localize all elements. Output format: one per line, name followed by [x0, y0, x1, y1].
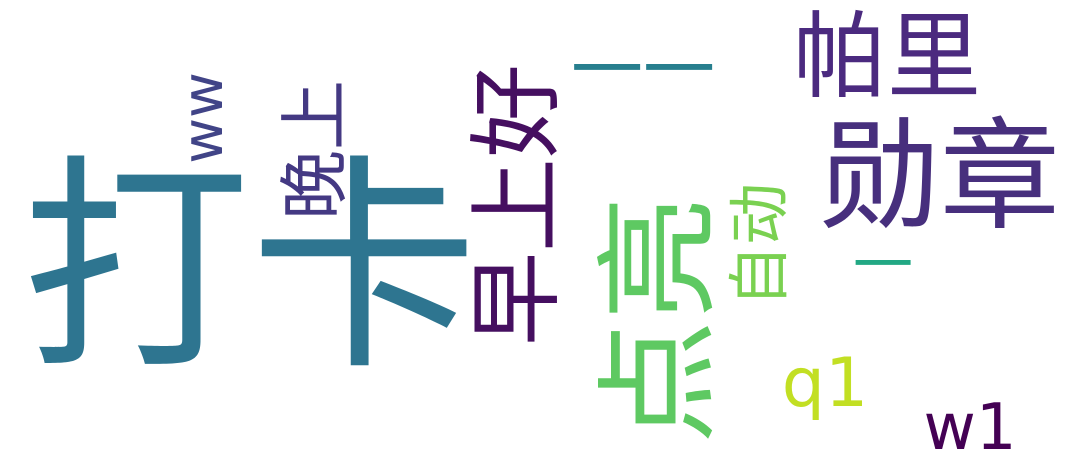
word-zaoshanghao: 早上好	[463, 63, 572, 347]
word-xunzhang: 勋章	[820, 108, 1060, 247]
word-w1: w1	[923, 391, 1017, 465]
word-q1: q1	[781, 344, 869, 423]
word-yiyi: 一一	[570, 28, 716, 112]
word-zidong: 自动	[723, 182, 796, 308]
word-ww: ww	[171, 72, 236, 164]
word-yi: 一	[853, 231, 913, 301]
word-pali: 帕里	[792, 3, 982, 112]
word-dianliang: 点亮	[588, 195, 732, 445]
word-daka: 打卡	[22, 135, 478, 401]
word-wanshang: 晚上	[274, 80, 356, 220]
